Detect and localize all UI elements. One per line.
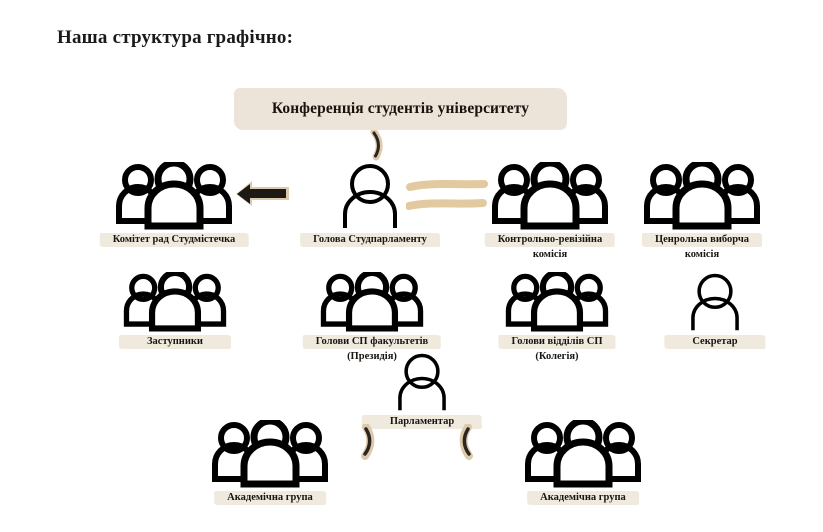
node-golovy-sp-fakultetiv[interactable]: Голови СП факультетів (Президія) [297,269,447,364]
group-of-three-icon [502,269,612,332]
node-label: Голови СП факультетів (Президія) [315,336,429,362]
node-zastupnyky[interactable]: Заступники [105,269,245,349]
group-of-three-icon [488,159,612,230]
curved-stroke-icon [358,423,382,460]
node-sekretar[interactable]: Секретар [650,272,780,349]
node-label: Ценрольна виборча комісія [654,234,750,260]
curved-stroke-icon [367,128,393,162]
node-label: Комітет рад Студмістечка [112,234,236,245]
node-akademichna-grupa-right[interactable]: Академічна група [508,417,658,505]
conference-banner-label: Конференція студентів університету [271,100,530,117]
node-golova-studparlamentu[interactable]: Голова Студпарламенту [300,162,440,247]
page-title: Наша структура графічно: [57,27,294,48]
single-person-icon [682,272,748,332]
group-of-three-icon [112,159,236,230]
single-person-icon [389,352,455,412]
node-tsentralna-vyborcha[interactable]: Ценрольна виборча комісія [627,159,777,262]
group-of-three-icon [521,417,645,488]
node-label: Голови відділів СП (Колегія) [511,336,603,362]
node-label: Академічна група [540,492,626,503]
group-of-three-icon [317,269,427,332]
node-golovy-viddiliv-sp[interactable]: Голови відділів СП (Колегія) [487,269,627,364]
node-akademichna-grupa-left[interactable]: Академічна група [195,417,345,505]
node-komitet-rad[interactable]: Комітет рад Студмістечка [94,159,254,247]
curved-stroke-icon [452,423,476,460]
node-label: Голова Студпарламенту [313,234,427,245]
left-arrow-icon [234,181,290,211]
node-label: Заступники [147,336,203,347]
group-of-three-icon [640,159,764,230]
double-dash-icon [405,179,488,215]
node-label: Академічна група [227,492,313,503]
group-of-three-icon [120,269,230,332]
node-kontrolno-reviziyna[interactable]: Контрольно-ревізійна комісія [475,159,625,262]
node-label: Секретар [692,336,738,347]
node-label: Парламентар [389,416,455,427]
conference-banner: Конференція студентів університету [231,86,570,132]
single-person-icon [333,162,407,230]
node-label: Контрольно-ревізійна комісія [497,234,603,260]
node-parlamentar[interactable]: Парламентар [352,352,492,429]
group-of-three-icon [208,417,332,488]
